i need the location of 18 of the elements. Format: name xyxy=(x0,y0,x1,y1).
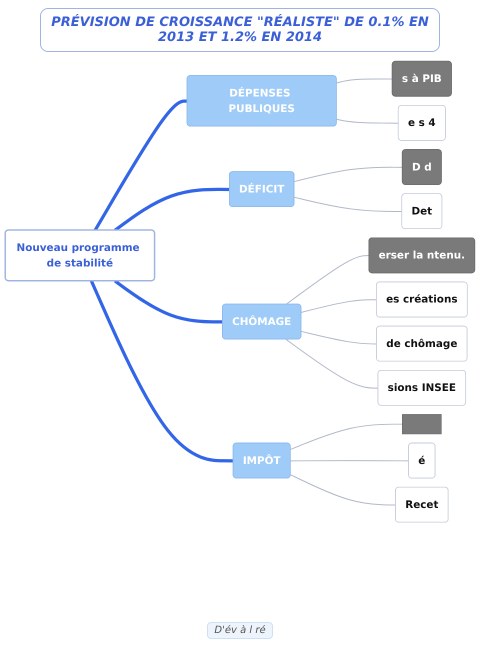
connector xyxy=(290,460,410,462)
note: D'év à l ré xyxy=(207,622,273,639)
connector xyxy=(286,338,379,389)
title-box: PRÉVISION DE CROISSANCE "RÉALISTE" DE 0.1% EN 2013 ET 1.2% EN 2014 xyxy=(40,8,440,52)
connector xyxy=(114,280,223,324)
connector xyxy=(294,166,404,182)
connector xyxy=(90,280,234,462)
connector xyxy=(294,196,403,212)
connector xyxy=(94,99,188,232)
connector xyxy=(290,474,396,506)
node-box xyxy=(402,414,442,434)
connector xyxy=(336,78,393,84)
connector xyxy=(300,299,378,313)
connector xyxy=(286,255,370,305)
connector xyxy=(114,188,230,232)
connector xyxy=(300,330,378,344)
connector xyxy=(336,118,400,124)
connector xyxy=(290,424,403,450)
